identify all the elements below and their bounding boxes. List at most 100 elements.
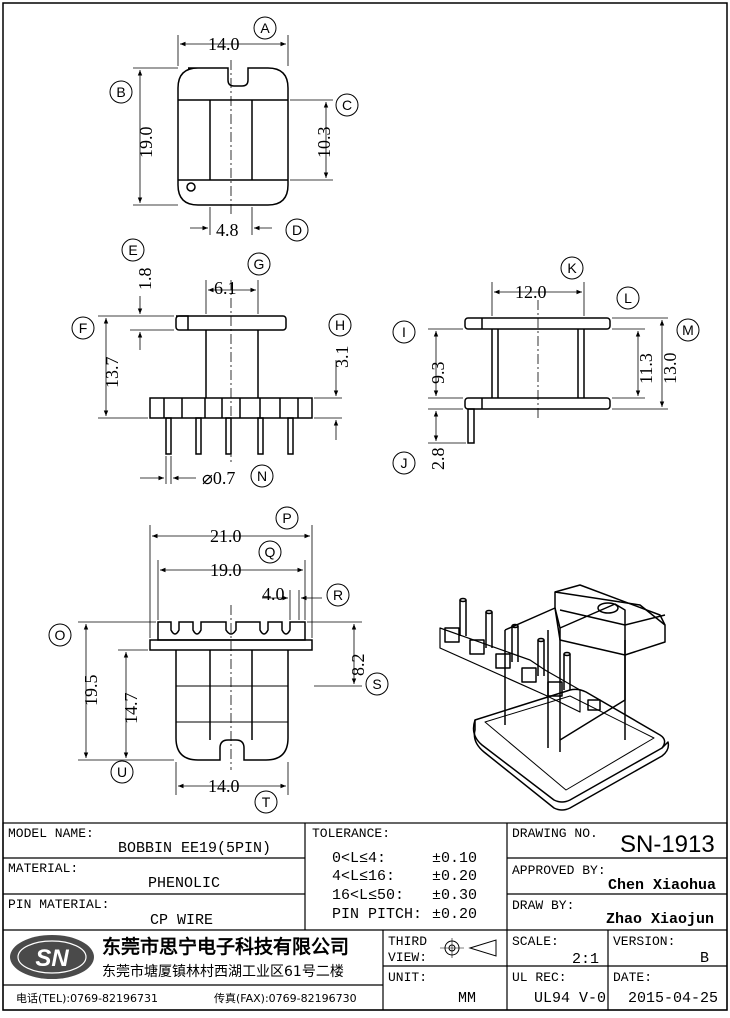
callout-circles [48,16,700,814]
svg-text:H: H [335,317,345,333]
dim-p: 21.0 [210,526,242,546]
dim-s: 8.2 [348,654,368,677]
tolerance-label: TOLERANCE: [312,826,390,841]
svg-text:K: K [567,260,577,276]
material-value: PHENOLIC [148,875,220,892]
dim-g: 6.1 [214,278,237,298]
svg-text:Q: Q [265,544,276,560]
svg-text:I: I [402,324,406,340]
front-view-dims [98,280,342,484]
svg-text:S: S [372,676,381,692]
callout-h [328,313,352,337]
callout-a [253,16,277,40]
version-label: VERSION: [613,934,675,949]
top-view [177,60,289,215]
company-address: 东莞市塘厦镇林村西湖工业区61号二楼 [102,963,344,980]
callout-j [392,451,416,475]
approved-by-label: APPROVED BY: [512,863,606,878]
callout-letters: A B C D E F G H I J K L M N O P Q R S T … [55,20,694,810]
tolerance-range-4: PIN PITCH: [332,906,422,923]
dim-c: 10.3 [314,127,334,159]
callout-p [275,506,299,530]
svg-text:A: A [260,20,270,36]
callout-q [258,540,282,564]
company-name: 东莞市思宁电子科技有限公司 [102,935,349,958]
dim-h: 3.1 [332,346,352,369]
ul-rec-label: UL REC: [512,970,567,985]
callout-o [48,623,72,647]
dim-m: 13.0 [660,353,680,385]
svg-text:N: N [257,468,267,484]
pin-material-value: CP WIRE [150,912,213,929]
svg-text:B: B [116,84,125,100]
tolerance-range-2: 4<L≤16: [332,868,395,885]
svg-text:F: F [79,320,88,336]
svg-text:R: R [333,587,343,603]
dim-r: 4.0 [262,584,285,604]
svg-text:D: D [292,222,302,238]
side-view [464,300,611,444]
front-view [149,280,313,462]
svg-text:O: O [55,627,66,643]
callout-l [616,286,640,310]
pin-material-label: PIN MATERIAL: [8,897,109,912]
dim-u: 14.7 [121,693,141,725]
dim-d: 4.8 [216,220,239,240]
company-logo: SN [10,935,94,979]
svg-text:T: T [262,794,271,810]
third-view-label-1: THIRD [388,934,427,949]
model-name-label: MODEL NAME: [8,826,94,841]
dim-t: 14.0 [208,776,240,796]
dim-e: 1.8 [135,268,155,291]
logo-text: SN [35,945,69,972]
ul-rec-value: UL94 V-0 [534,990,606,1007]
top-view-dims [133,35,333,235]
draw-by-value: Zhao Xiaojun [606,911,714,928]
dim-b: 19.0 [136,127,156,159]
model-name-value: BOBBIN EE19(5PIN) [118,840,271,857]
draw-by-label: DRAW BY: [512,898,574,913]
company-tel: 电话(TEL):0769-82196731 [16,992,158,1005]
tolerance-value-3: ±0.30 [432,887,477,904]
callout-g [247,252,271,276]
callout-t [254,790,278,814]
callout-k [560,256,584,280]
tolerance-value-4: ±0.20 [432,906,477,923]
material-label: MATERIAL: [8,861,78,876]
callout-r [326,583,350,607]
svg-text:C: C [342,97,352,113]
date-value: 2015-04-25 [628,990,718,1007]
unit-label: UNIT: [388,970,427,985]
svg-text:L: L [624,290,632,306]
approved-by-value: Chen Xiaohua [608,877,716,894]
third-angle-projection-icon [440,938,497,958]
dim-k: 12.0 [515,282,547,302]
third-view-label-2: VIEW: [388,950,427,965]
isometric-view [439,584,670,811]
callout-m [676,318,700,342]
tolerance-range-3: 16<L≤50: [332,887,404,904]
dim-q: 19.0 [210,560,242,580]
dim-l: 11.3 [636,353,656,384]
svg-text:M: M [682,322,694,338]
callout-e [121,238,145,262]
bottom-view-dims [78,525,362,795]
drawing-no-value: SN-1913 [620,831,715,858]
dim-n: ⌀0.7 [202,468,235,488]
svg-text:J: J [401,455,408,471]
callout-f [71,316,95,340]
callout-n [250,464,274,488]
drawing-no-label: DRAWING NO. [512,826,598,841]
svg-text:P: P [282,510,291,526]
dim-o: 19.5 [81,675,101,707]
callout-i [392,320,416,344]
svg-text:U: U [117,764,127,780]
tolerance-range-1: 0<L≤4: [332,850,386,867]
callout-c [335,93,359,117]
tolerance-value-1: ±0.10 [432,850,477,867]
callout-u [110,760,134,784]
callout-d [285,218,309,242]
unit-value: MM [458,990,476,1007]
scale-label: SCALE: [512,934,559,949]
bottom-view [149,605,313,770]
